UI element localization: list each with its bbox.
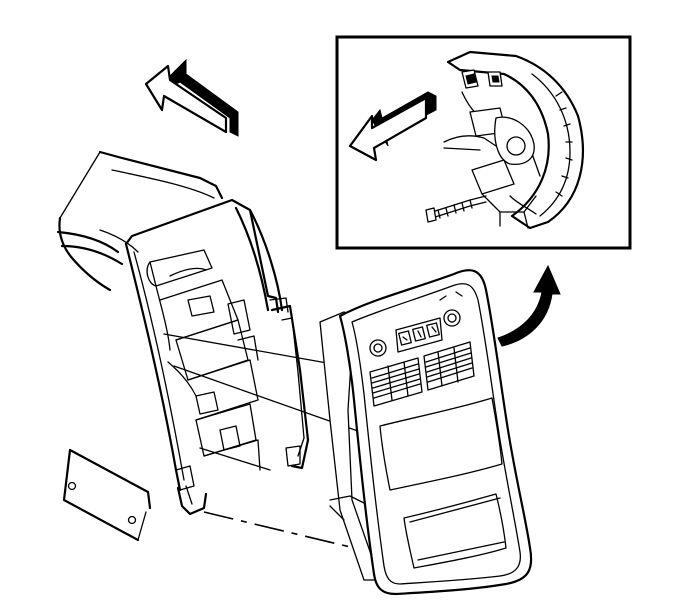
instrument-panel-carrier bbox=[56, 150, 310, 542]
inset-direction-arrow-icon bbox=[348, 91, 437, 162]
vent-louvers bbox=[371, 347, 473, 401]
callout-arrow-icon bbox=[497, 264, 561, 347]
center-bezel bbox=[319, 269, 533, 596]
removal-direction-arrow-icon bbox=[144, 58, 239, 137]
bezel-rear-detail bbox=[425, 50, 584, 230]
